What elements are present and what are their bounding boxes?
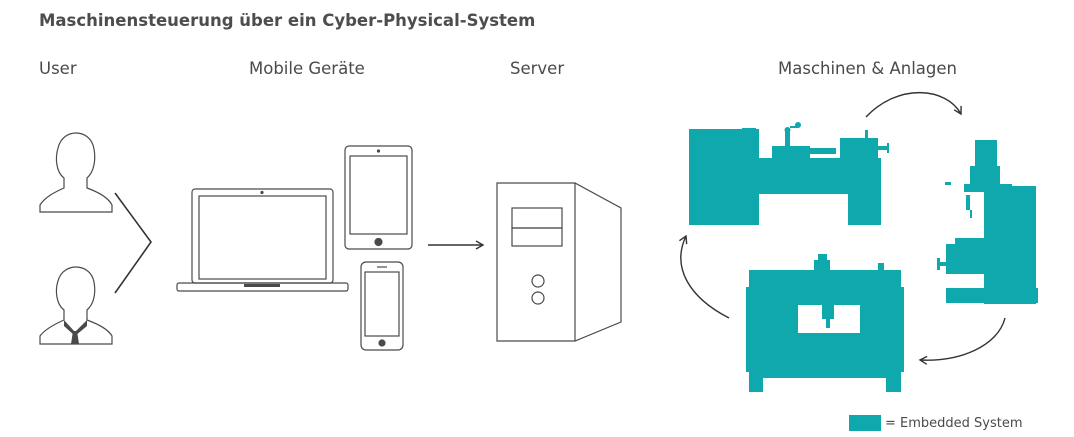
legend-swatch-embedded (849, 415, 881, 431)
column-label-machines: Maschinen & Anlagen (778, 59, 958, 78)
milling-machine-icon (937, 140, 1038, 304)
arrow-cnc-to-lathe (679, 234, 730, 319)
businessman-icon (39, 266, 113, 345)
server-icon (496, 182, 622, 342)
column-label-server: Server (510, 59, 565, 78)
legend: = Embedded System (849, 414, 1023, 432)
smartphone-icon (360, 261, 404, 351)
column-label-mobile-devices: Mobile Geräte (249, 59, 365, 78)
arrow-lathe-to-mill (865, 91, 962, 118)
column-label-user: User (39, 59, 77, 78)
arrow-mill-to-cnc (918, 317, 1006, 365)
user-icon (39, 132, 113, 213)
laptop-icon (176, 188, 349, 292)
tablet-icon (344, 145, 413, 250)
users-bracket (114, 192, 152, 294)
legend-label: = Embedded System (885, 415, 1023, 431)
lathe-machine-icon (689, 122, 889, 225)
cnc-machine-icon (746, 254, 904, 392)
diagram-title: Maschinensteuerung über ein Cyber-Physic… (39, 11, 536, 30)
